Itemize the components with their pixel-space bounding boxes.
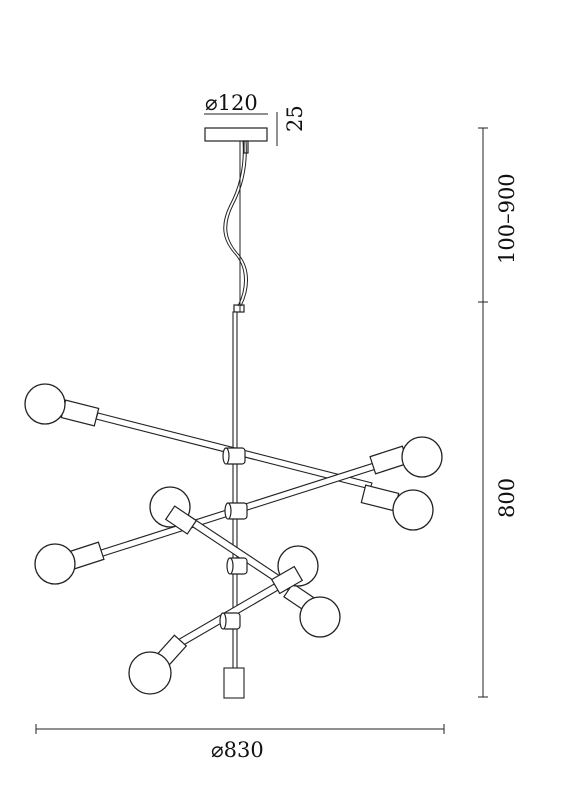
socket-back-right bbox=[270, 565, 304, 595]
arm-back bbox=[149, 486, 341, 638]
bulb-right-upper-icon bbox=[401, 436, 443, 478]
canopy-diameter-label: ⌀120 bbox=[205, 91, 258, 115]
stem-joints bbox=[219, 447, 248, 630]
diameter-dimension: ⌀830 bbox=[35, 724, 445, 762]
bulb-left-middle-icon bbox=[34, 543, 76, 585]
socket-back-left bbox=[164, 505, 198, 535]
fixture-height-label: 800 bbox=[495, 478, 519, 518]
ceiling-canopy bbox=[204, 127, 268, 142]
canopy-height-dimension: 25 bbox=[276, 105, 307, 146]
cable-length-label: 100–900 bbox=[495, 173, 519, 264]
canopy-height-label: 25 bbox=[283, 105, 307, 132]
height-dimensions: 100–900 800 bbox=[478, 127, 519, 698]
central-stem bbox=[223, 311, 245, 699]
bulb-front-right-icon bbox=[299, 596, 341, 638]
socket-upper-left bbox=[60, 399, 100, 427]
overall-diameter-label: ⌀830 bbox=[211, 738, 264, 762]
bulb-upper-left-icon bbox=[24, 383, 66, 425]
suspension-cable bbox=[223, 140, 249, 313]
bulb-right-lower-icon bbox=[392, 489, 434, 531]
canopy-diameter-dimension: ⌀120 bbox=[204, 91, 268, 115]
bulb-lower-left-icon bbox=[128, 651, 172, 695]
